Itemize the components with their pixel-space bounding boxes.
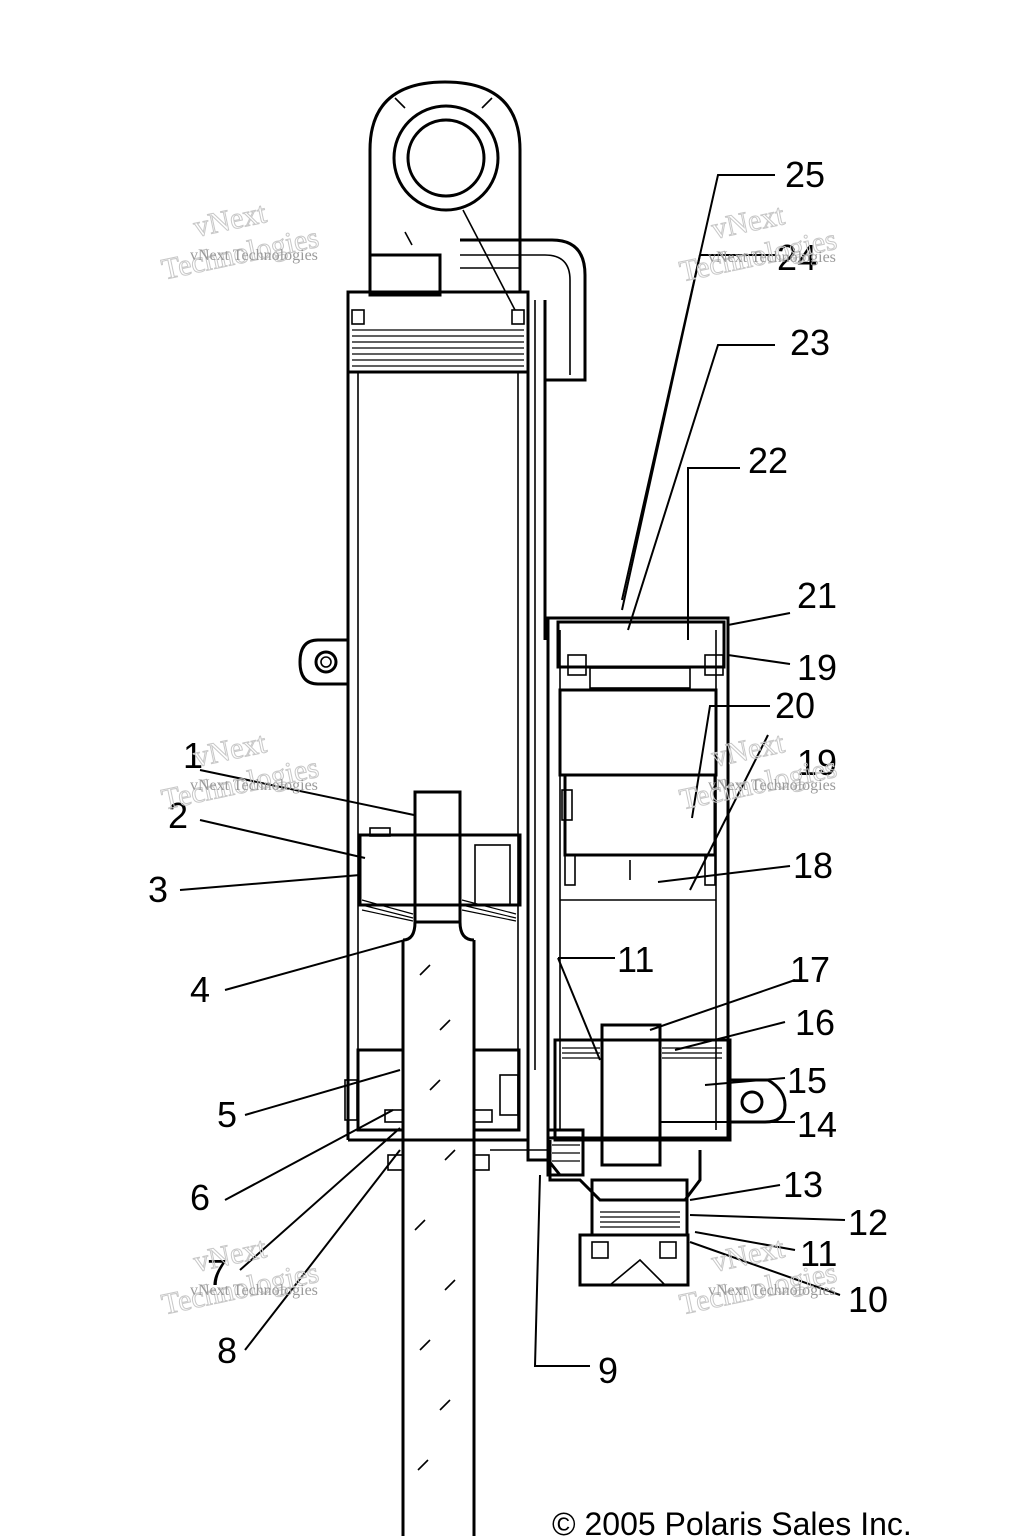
callout-11b: 11 xyxy=(800,1233,837,1274)
leader-19b xyxy=(727,654,791,665)
leader-11a-b xyxy=(557,957,601,1061)
leader-15 xyxy=(704,1077,786,1086)
leader-9 xyxy=(533,1174,590,1367)
bottom-valve-body xyxy=(490,1128,585,1177)
piston-rod xyxy=(401,790,476,1536)
callout-15: 15 xyxy=(787,1060,827,1101)
reservoir-canister xyxy=(546,616,730,1140)
leader-2 xyxy=(199,819,366,859)
seal-head xyxy=(344,1048,521,1171)
leader-16 xyxy=(674,1021,786,1051)
callout-22: 22 xyxy=(748,440,788,481)
callout-9: 9 xyxy=(598,1350,618,1391)
callout-17: 17 xyxy=(790,949,830,990)
reservoir-hose xyxy=(460,238,587,1070)
watermark-text: vNext Technologies xyxy=(190,247,318,264)
callout-4: 4 xyxy=(190,969,210,1010)
callout-14: 14 xyxy=(797,1104,837,1145)
top-eyelet-mount xyxy=(368,80,522,311)
leader-12 xyxy=(689,1214,846,1221)
callout-5: 5 xyxy=(217,1094,237,1135)
leader-10 xyxy=(689,1241,841,1296)
callout-13: 13 xyxy=(783,1164,823,1205)
callout-6: 6 xyxy=(190,1177,210,1218)
piston-assembly xyxy=(358,827,522,922)
watermark-mid-left: vNext Technologies vNext Technologies xyxy=(158,726,322,817)
leader-17 xyxy=(649,979,796,1031)
callout-20: 20 xyxy=(775,685,815,726)
callout-16: 16 xyxy=(795,1002,835,1043)
watermark-text: vNext Technologies xyxy=(708,777,836,794)
main-shock-body xyxy=(298,290,530,1142)
leader-18 xyxy=(657,865,791,883)
callout-1: 1 xyxy=(183,735,203,776)
leader-25 xyxy=(621,174,775,601)
watermark-mid-right: vNext Technologies vNext Technologies xyxy=(676,726,840,817)
leader-19a xyxy=(689,734,769,891)
leader-1 xyxy=(199,769,415,816)
callout-12: 12 xyxy=(848,1202,888,1243)
callout-10: 10 xyxy=(848,1279,888,1320)
leader-20 xyxy=(691,705,770,819)
callout-7: 7 xyxy=(207,1252,227,1293)
watermark-text: vNext Technologies xyxy=(708,1282,836,1299)
leader-7 xyxy=(239,1127,401,1271)
leader-21 xyxy=(727,612,791,626)
callout-19a: 19 xyxy=(797,742,837,783)
callout-11a: 11 xyxy=(617,939,654,980)
leader-4 xyxy=(224,939,406,991)
base-valve xyxy=(548,1023,787,1287)
copyright-notice: © 2005 Polaris Sales Inc. xyxy=(552,1506,912,1536)
leader-11b xyxy=(694,1231,796,1251)
leader-23 xyxy=(627,344,775,631)
watermark-text: vNext Technologies xyxy=(708,249,836,266)
leader-13 xyxy=(689,1184,781,1201)
callout-2: 2 xyxy=(168,795,188,836)
leader-lines xyxy=(179,174,846,1367)
callout-18: 18 xyxy=(793,845,833,886)
watermark-top-left: vNext Technologies vNext Technologies xyxy=(158,196,322,287)
watermark-text: vNext Technologies xyxy=(190,1282,318,1299)
callout-3: 3 xyxy=(148,869,168,910)
callout-8: 8 xyxy=(217,1330,237,1371)
leader-3 xyxy=(179,874,361,891)
callout-21: 21 xyxy=(797,575,837,616)
leader-5 xyxy=(244,1069,401,1116)
watermark-top-right: vNext Technologies vNext Technologies xyxy=(676,198,840,289)
leader-6 xyxy=(224,1109,394,1201)
callout-25: 25 xyxy=(785,154,825,195)
leader-22 xyxy=(687,467,740,640)
leader-8 xyxy=(244,1149,401,1351)
callout-24: 24 xyxy=(777,237,817,278)
callout-19b: 19 xyxy=(797,647,837,688)
callout-labels: 1 2 3 4 5 6 7 8 9 10 11 11 12 13 14 15 1… xyxy=(148,154,888,1391)
watermark-bottom-left: vNext Technologies vNext Technologies xyxy=(158,1231,322,1322)
callout-23: 23 xyxy=(790,322,830,363)
watermark-text: vNext Technologies xyxy=(190,777,318,794)
